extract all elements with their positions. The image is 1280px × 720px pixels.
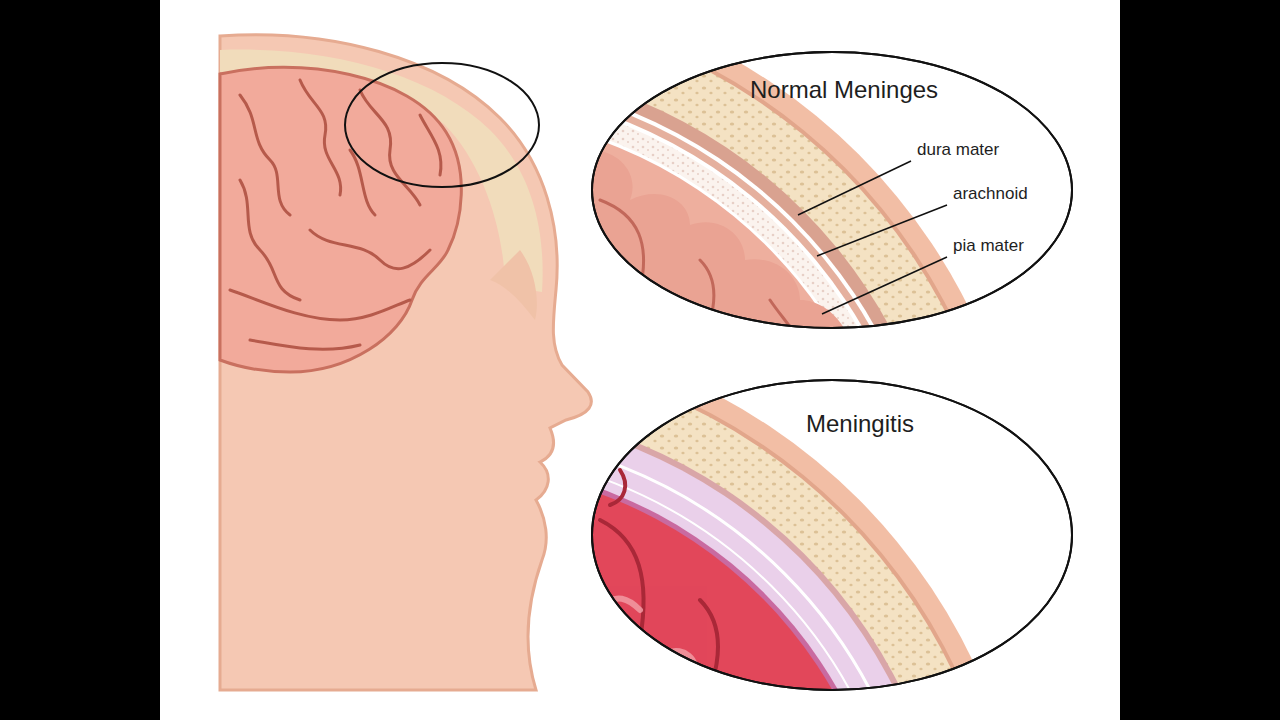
leader-lines [798, 161, 947, 314]
zoom-circle [345, 63, 539, 187]
inset-title: Normal Meninges [750, 76, 938, 104]
part-label: arachnoid [953, 184, 1028, 204]
leader-line [817, 205, 947, 256]
part-label: pia mater [953, 236, 1024, 256]
inset-outline [592, 52, 1072, 328]
inset-title: Meningitis [806, 410, 914, 438]
inset-outline [592, 380, 1072, 690]
inset-ellipse: Meningitis [592, 380, 1072, 690]
ellipse-outline [592, 52, 1072, 328]
side-bar [1120, 0, 1280, 720]
part-label: dura mater [917, 140, 999, 160]
meningitis-inset [0, 328, 1075, 720]
head-illustration [220, 35, 591, 690]
ellipse-outline [592, 380, 1072, 690]
leader-line [822, 257, 947, 314]
side-bar [0, 0, 160, 720]
leader-line [798, 161, 911, 215]
